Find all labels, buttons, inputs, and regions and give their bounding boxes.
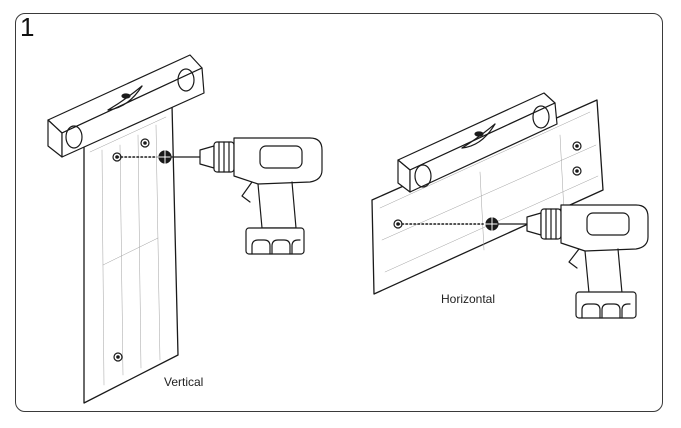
step-number: 1 (20, 12, 35, 42)
vertical-mount-hole-bottom (113, 352, 123, 362)
horizontal-label: Horizontal (441, 292, 496, 306)
horizontal-drill-icon (497, 204, 649, 319)
vertical-mount-hole-top-right (140, 138, 150, 148)
vertical-label: Vertical (164, 375, 204, 389)
vertical-drill-icon (170, 137, 323, 255)
vertical-spirit-level (47, 54, 205, 158)
horizontal-mount-hole-right-bottom (572, 166, 582, 176)
vertical-template (83, 104, 179, 404)
horizontal-mount-hole-right-top (572, 141, 582, 151)
horizontal-drill-target-icon (483, 215, 501, 233)
horizontal-spirit-level (397, 92, 558, 193)
